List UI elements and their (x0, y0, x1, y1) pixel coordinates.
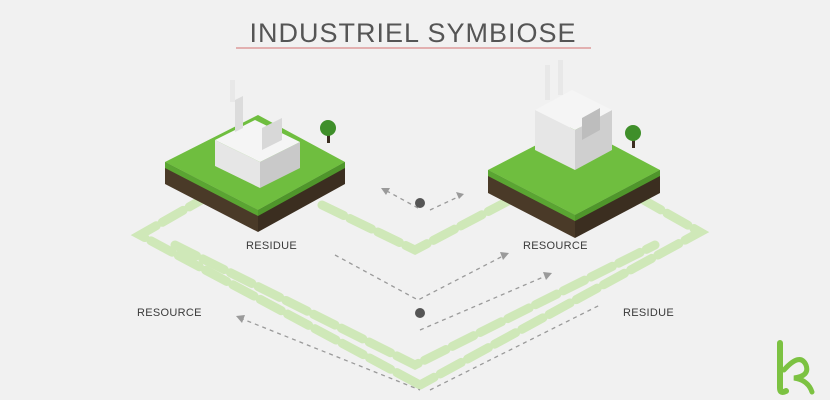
factory-right (488, 60, 660, 238)
factory-icon (535, 60, 612, 170)
factory-left (165, 80, 345, 232)
label-resource-right: RESOURCE (523, 240, 588, 252)
arrow-top-right (429, 195, 461, 211)
brand-logo-icon (777, 340, 815, 395)
factory-icon (215, 80, 300, 188)
circle-marker-icon (415, 308, 425, 318)
tree-icon (320, 120, 336, 143)
diagram-title: INDUSTRIEL SYMBIOSE (249, 18, 576, 48)
outer-path-left (130, 190, 425, 390)
arrow-top-left (384, 189, 419, 209)
label-residue-left: RESIDUE (246, 240, 297, 252)
circle-marker-icon (415, 198, 425, 208)
arrow-lower-left (239, 317, 421, 391)
label-resource-outer-left: RESOURCE (137, 307, 202, 319)
label-residue-outer-right: RESIDUE (623, 307, 674, 319)
arrow-heads (236, 188, 552, 323)
exchange-arrows (239, 189, 601, 391)
middle-path (170, 240, 660, 371)
inner-path (317, 195, 515, 256)
step-marker-middle (415, 308, 425, 318)
outer-path-right (415, 193, 710, 390)
arrow-middle (334, 254, 506, 301)
tree-icon (625, 125, 641, 148)
step-marker-top (415, 198, 425, 208)
